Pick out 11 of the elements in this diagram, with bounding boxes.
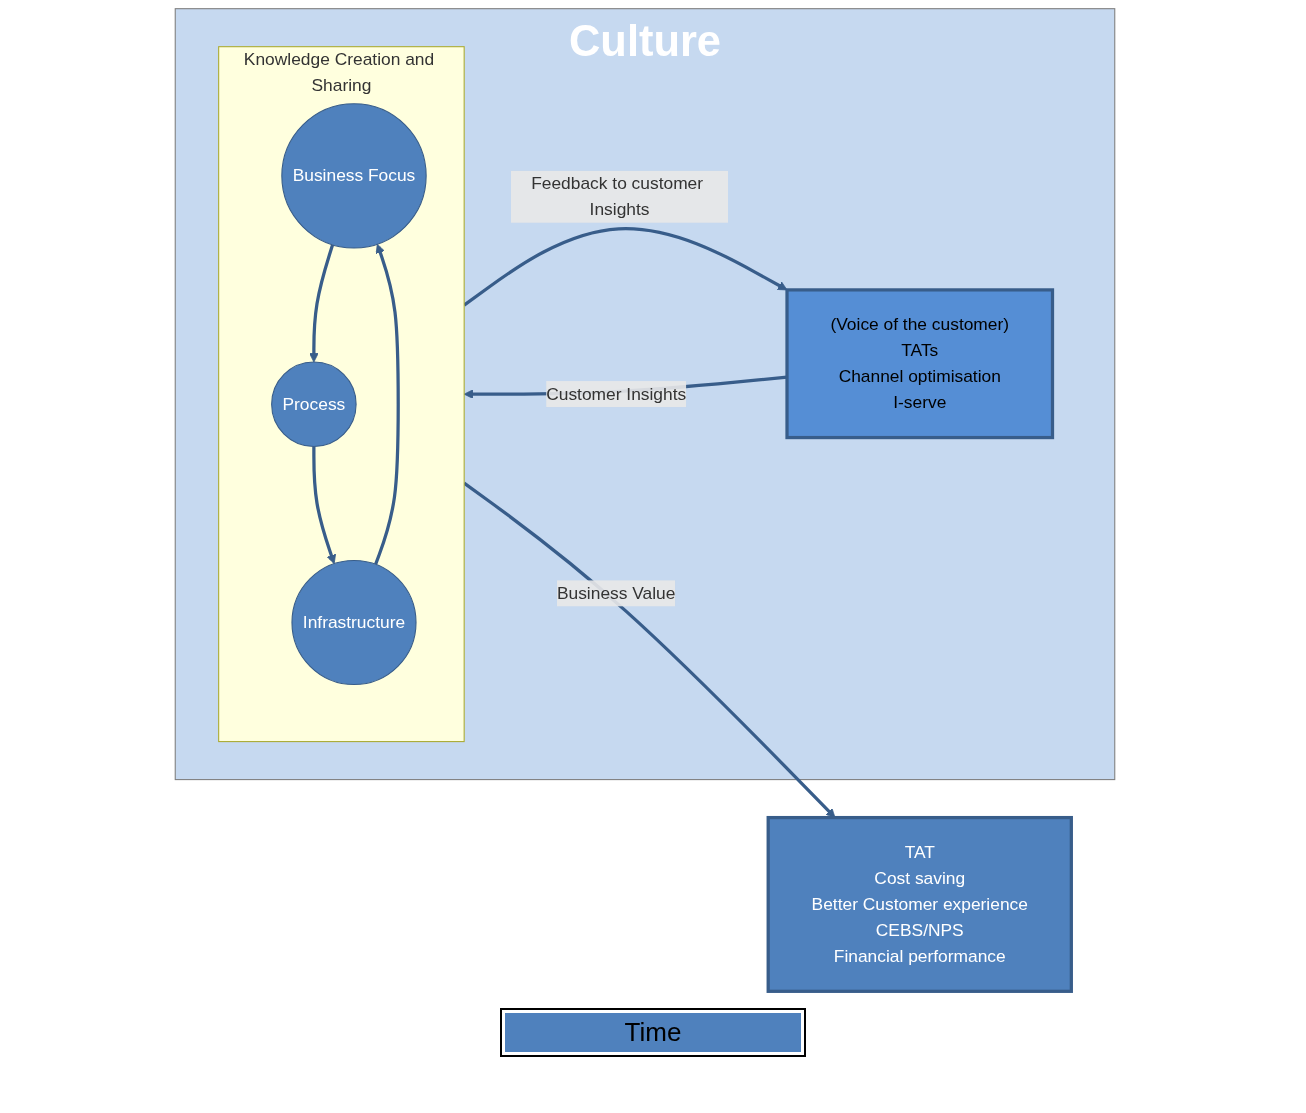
arrow <box>312 446 336 565</box>
edge-label: Business Value <box>556 583 676 603</box>
arrow <box>309 244 335 363</box>
arrow <box>374 243 400 565</box>
node-box: (Voice of the customer) TATs Channel optimisation I-serve <box>785 288 1055 440</box>
node-circle: Infrastructure <box>291 559 417 686</box>
edge-label: Feedback to customer Insights <box>531 173 704 219</box>
edge-label: Customer Insights <box>546 384 687 403</box>
node-circle: Process <box>271 361 357 448</box>
node-circle: Business Focus <box>281 103 427 249</box>
node-box: TAT Cost saving Better Customer experience CEBS/NPS Financial performance <box>766 815 1073 993</box>
